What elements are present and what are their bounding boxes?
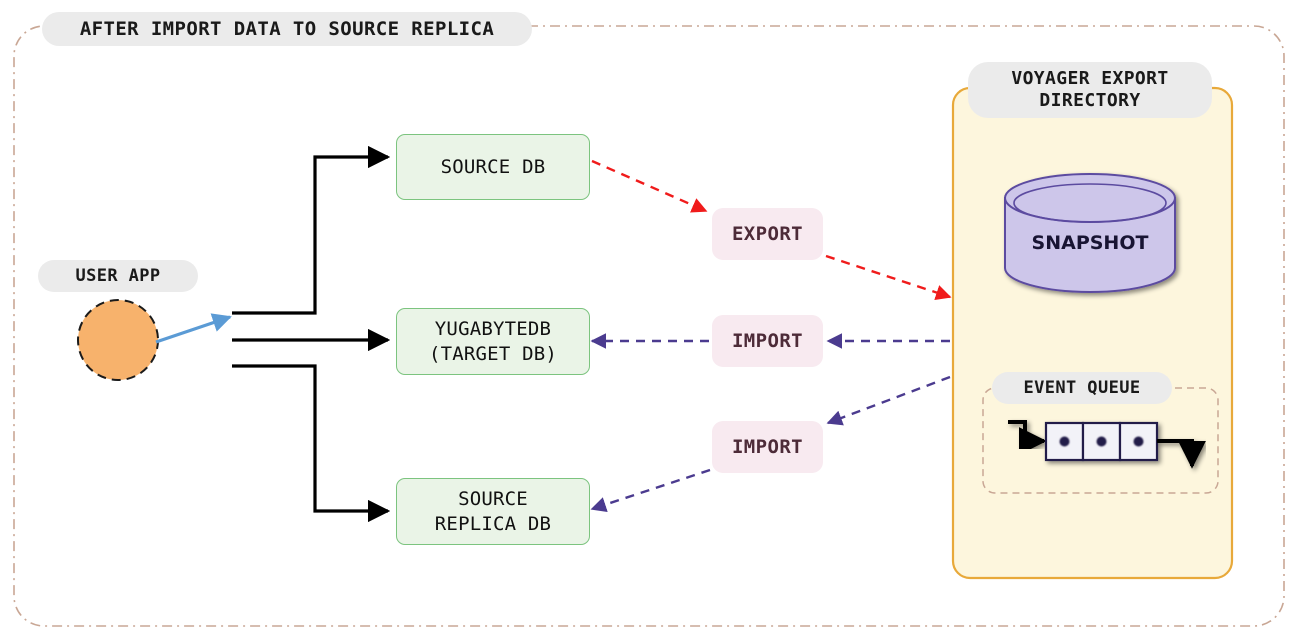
user-app-connector-arrow bbox=[155, 313, 232, 344]
user-app-label: USER APP bbox=[38, 260, 198, 292]
import-target-action-label: IMPORT bbox=[712, 315, 823, 367]
export-flow-segment-2 bbox=[825, 254, 952, 300]
import-replica-flow-segment-1 bbox=[826, 375, 951, 426]
event-queue-cells bbox=[1044, 421, 1159, 462]
event-queue-cell-dot bbox=[1059, 436, 1070, 447]
source-replica-db-box[interactable]: SOURCE REPLICA DB bbox=[396, 478, 590, 545]
event-queue-input-arrow bbox=[1008, 420, 1047, 455]
diagram-title: AFTER IMPORT DATA TO SOURCE REPLICA bbox=[42, 12, 532, 46]
event-queue-container bbox=[982, 387, 1219, 494]
snapshot-label: SNAPSHOT bbox=[1031, 232, 1149, 254]
import-replica-flow-segment-2 bbox=[590, 468, 711, 513]
voyager-export-directory-panel bbox=[951, 86, 1234, 580]
diagram-outer-border bbox=[13, 25, 1285, 627]
voyager-export-directory-title: VOYAGER EXPORT DIRECTORY bbox=[968, 62, 1212, 118]
connector-to-source-db bbox=[232, 145, 391, 315]
event-queue-label: EVENT QUEUE bbox=[992, 372, 1172, 404]
event-queue-cell-dot bbox=[1133, 436, 1144, 447]
import-replica-action-label: IMPORT bbox=[712, 421, 823, 473]
connector-to-replica-db bbox=[232, 364, 391, 523]
user-app-circle bbox=[77, 299, 159, 381]
snapshot-cylinder bbox=[1004, 173, 1176, 293]
export-action-label: EXPORT bbox=[712, 208, 823, 260]
event-queue-cell-dot bbox=[1096, 436, 1107, 447]
source-db-box[interactable]: SOURCE DB bbox=[396, 134, 590, 200]
target-db-box[interactable]: YUGABYTEDB (TARGET DB) bbox=[396, 308, 590, 375]
export-flow-segment-1 bbox=[591, 159, 708, 213]
event-queue-output-arrow bbox=[1157, 439, 1206, 469]
